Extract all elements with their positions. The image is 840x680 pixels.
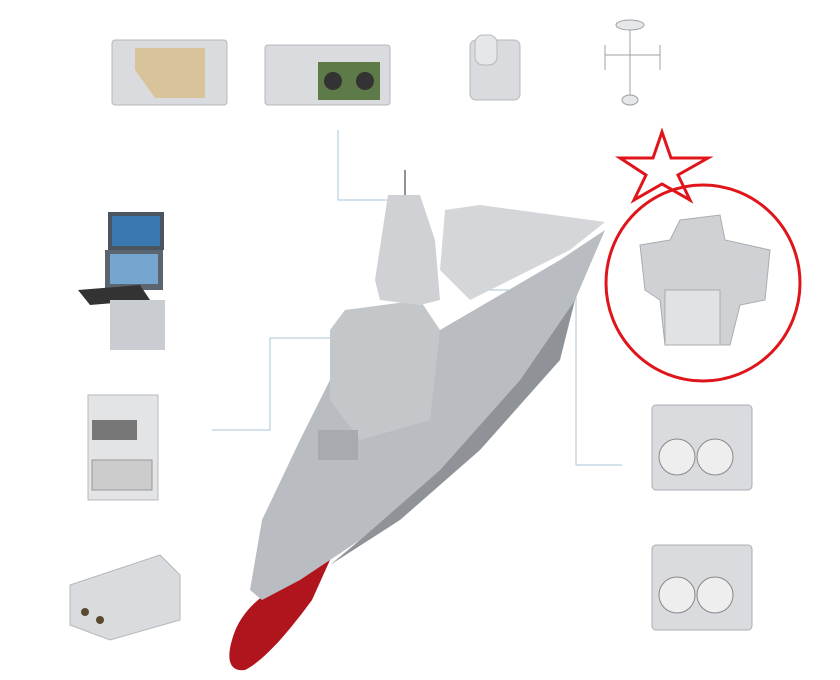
ship bbox=[229, 170, 605, 671]
ship-bow-red bbox=[229, 560, 330, 671]
mast-antenna bbox=[604, 19, 661, 106]
star-icon bbox=[614, 127, 714, 204]
electronics-cabinet bbox=[87, 394, 159, 501]
gun-turret bbox=[318, 430, 358, 460]
operator-console bbox=[78, 212, 165, 350]
radar-panel-2 bbox=[264, 44, 391, 106]
highlight-circle bbox=[604, 183, 802, 383]
radar-panel-1 bbox=[111, 39, 228, 106]
connector-line bbox=[212, 337, 340, 431]
deckhouse-tower bbox=[375, 195, 440, 305]
connector-line bbox=[337, 130, 392, 201]
cooling-unit-2 bbox=[651, 544, 753, 631]
deckhouse-sensor-module bbox=[639, 214, 771, 346]
superstructure bbox=[330, 300, 440, 440]
processor-unit bbox=[69, 554, 181, 641]
cooling-unit-1 bbox=[651, 404, 753, 491]
sensor-housing bbox=[469, 34, 521, 101]
ship-deck bbox=[440, 205, 605, 300]
